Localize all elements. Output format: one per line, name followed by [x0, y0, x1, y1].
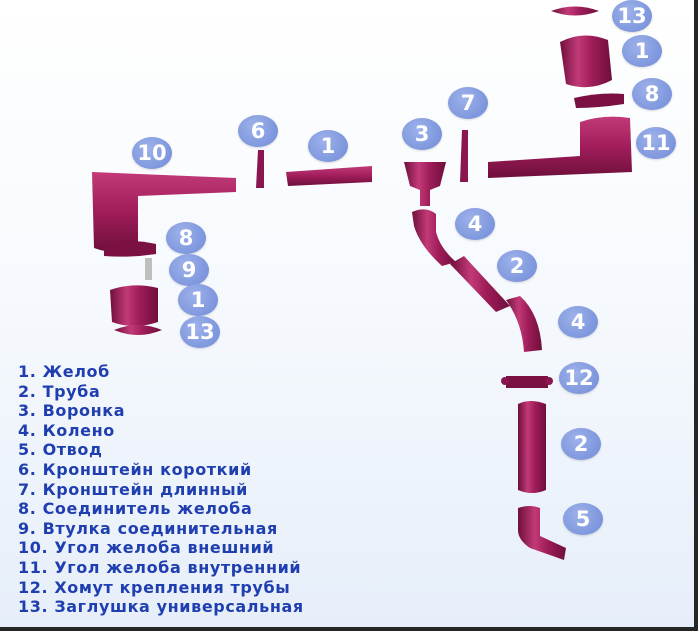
- badge-1-left: 1: [178, 284, 218, 316]
- badge-1-top-right: 1: [622, 35, 662, 67]
- gutter-center: [286, 166, 372, 186]
- funnel: [404, 162, 446, 206]
- badge-9: 9: [169, 254, 209, 286]
- badge-13-left: 13: [180, 316, 220, 348]
- legend-item-label: 12. Хомут крепления трубы: [18, 577, 291, 597]
- badge-11: 11: [636, 127, 676, 159]
- legend-item: 4. Колено: [18, 421, 304, 441]
- elbow-upper: [412, 209, 456, 266]
- elbow-lower: [506, 296, 542, 352]
- legend-item-label: 13. Заглушка универсальная: [18, 597, 304, 617]
- badge-8-top-right: 8: [632, 78, 672, 110]
- badge-7: 7: [448, 87, 488, 119]
- legend-item-label: 3. Воронка: [18, 401, 126, 421]
- legend-item: 12. Хомут крепления трубы: [18, 578, 304, 598]
- legend-item: 13. Заглушка универсальная: [18, 597, 304, 617]
- badge-2-upper: 2: [497, 250, 537, 282]
- legend-item-label: 9. Втулка соединительная: [18, 518, 278, 538]
- legend-item-label: 2. Труба: [18, 381, 101, 401]
- gutter-inner-corner: [488, 116, 632, 178]
- bracket-long: [460, 130, 468, 182]
- gutter-left: [110, 285, 158, 326]
- legend-item: 5. Отвод: [18, 440, 304, 460]
- legend-item-label: 1. Желоб: [18, 362, 110, 381]
- badge-12: 12: [559, 362, 599, 394]
- gutter-outer-corner: [92, 172, 236, 252]
- end-cap-top-right: [551, 6, 599, 16]
- badge-2-lower: 2: [561, 428, 601, 460]
- legend-item-label: 4. Колено: [18, 420, 115, 440]
- badge-4-lower: 4: [558, 306, 598, 338]
- legend-item: 9. Втулка соединительная: [18, 519, 304, 539]
- legend-item: 6. Кронштейн короткий: [18, 460, 304, 480]
- badge-13-top-right: 13: [612, 0, 652, 32]
- legend-item-label: 8. Соединитель желоба: [18, 499, 253, 519]
- pipe-straight: [518, 401, 546, 493]
- legend-item-label: 10. Угол желоба внешний: [18, 538, 275, 558]
- badge-8-left: 8: [166, 222, 206, 254]
- bracket-short: [256, 150, 264, 188]
- outlet: [518, 506, 566, 560]
- legend-item: 1. Желоб: [18, 362, 304, 382]
- pipe-diagonal: [450, 256, 510, 312]
- badge-5: 5: [563, 503, 603, 535]
- sleeve: [145, 258, 152, 280]
- legend-item-label: 11. Угол желоба внутренний: [18, 557, 302, 577]
- badge-4-upper: 4: [455, 208, 495, 240]
- legend-item: 7. Кронштейн длинный: [18, 480, 304, 500]
- legend-item-label: 7. Кронштейн длинный: [18, 479, 248, 499]
- badge-3: 3: [402, 118, 442, 150]
- parts-legend: 1. Желоб 2. Труба 3. Воронка 4. Колено 5…: [18, 362, 304, 617]
- legend-item-label: 6. Кронштейн короткий: [18, 459, 252, 479]
- pipe-clamp: [506, 376, 548, 388]
- legend-item: 2. Труба: [18, 382, 304, 402]
- legend-item-label: 5. Отвод: [18, 440, 103, 460]
- legend-item: 11. Угол желоба внутренний: [18, 558, 304, 578]
- end-cap-left: [114, 325, 162, 335]
- badge-6: 6: [238, 115, 278, 147]
- badge-1-center: 1: [308, 130, 348, 162]
- legend-item: 3. Воронка: [18, 401, 304, 421]
- legend-item: 10. Угол желоба внешний: [18, 538, 304, 558]
- badge-10: 10: [132, 137, 172, 169]
- connector-left: [104, 241, 156, 257]
- gutter-top-right: [560, 35, 612, 88]
- legend-item: 8. Соединитель желоба: [18, 499, 304, 519]
- connector-top-right: [574, 93, 624, 108]
